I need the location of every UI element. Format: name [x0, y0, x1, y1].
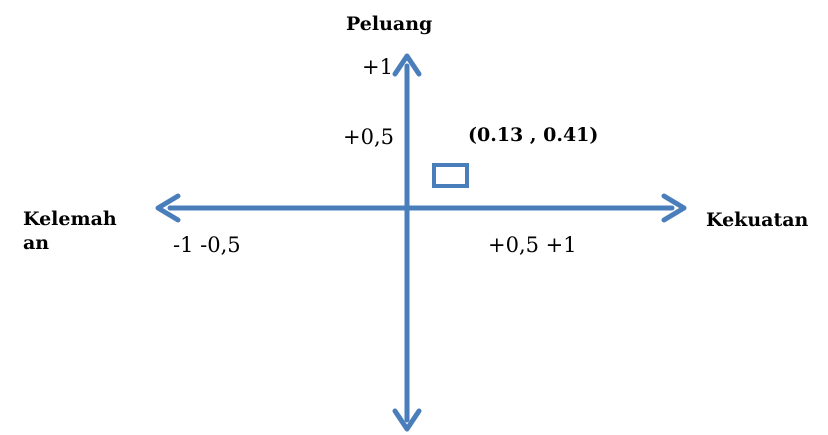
point-marker [432, 163, 469, 188]
point-coordinate-label: (0.13 , 0.41) [468, 124, 599, 146]
axis-label-kekuatan: Kekuatan [706, 209, 809, 231]
right-arrowhead [661, 193, 687, 223]
axis-label-peluang: Peluang [346, 13, 433, 35]
tick-label-positive: +0,5 +1 [488, 233, 577, 257]
bottom-arrowhead [392, 408, 422, 432]
axis-label-kelemahan: Kelemah an [23, 208, 117, 254]
tick-label-top: +1 [362, 55, 393, 79]
tick-label-negative: -1 -0,5 [173, 233, 241, 257]
tick-label-upper-mid: +0,5 [343, 125, 394, 149]
left-arrowhead [155, 193, 181, 223]
top-arrowhead [392, 53, 422, 77]
